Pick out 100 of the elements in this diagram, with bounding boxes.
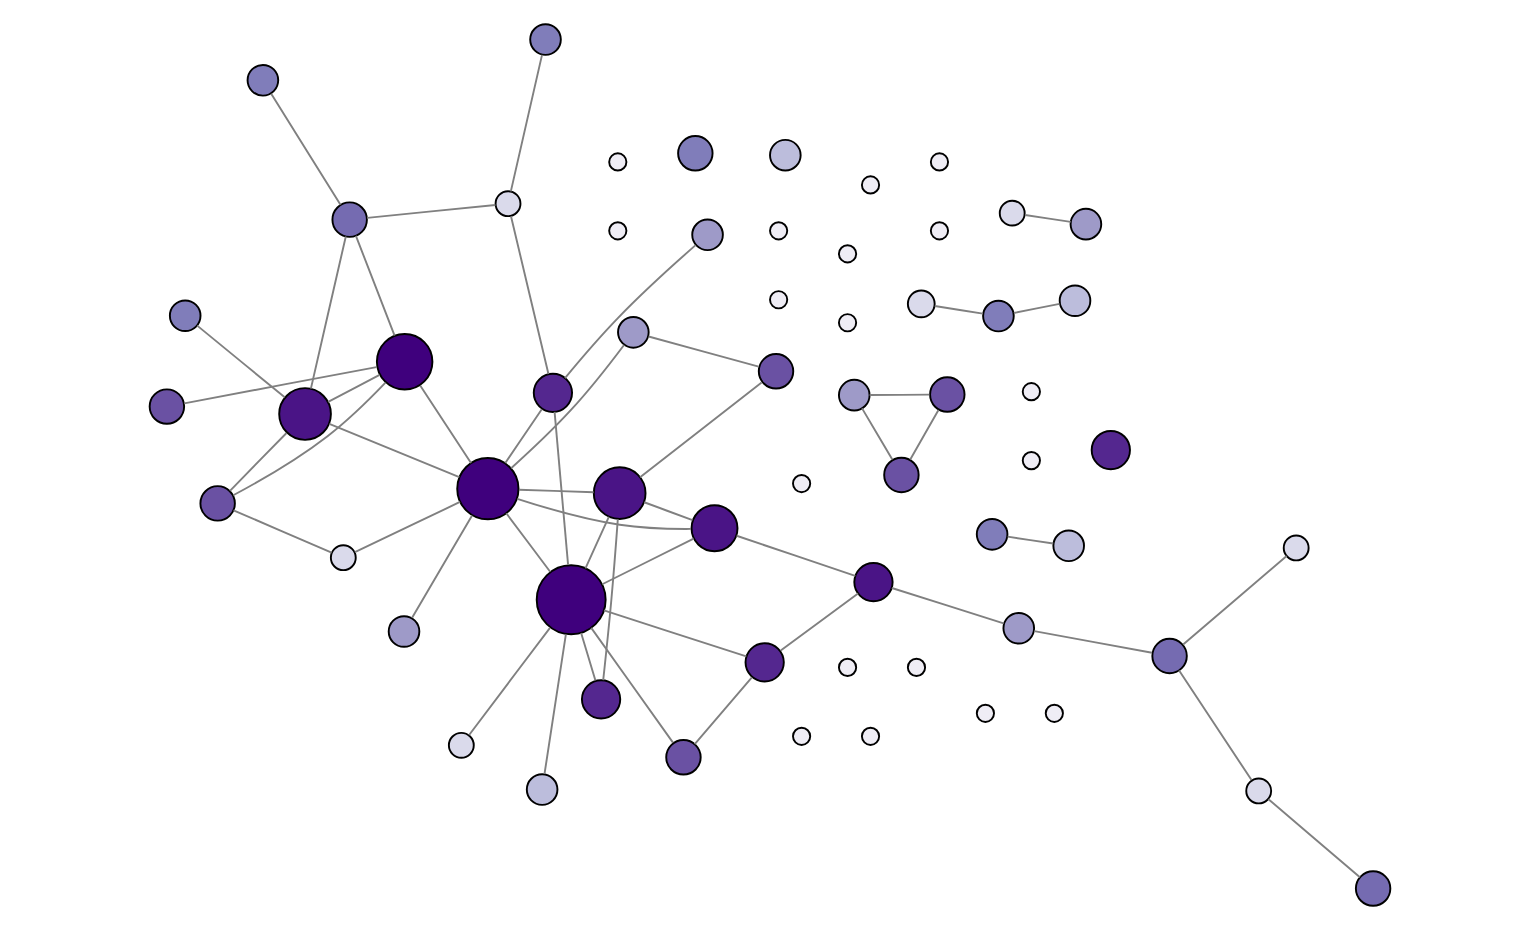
node-circle [580, 679, 622, 720]
node-circle [1021, 451, 1041, 471]
connector [553, 411, 570, 566]
node-circle [148, 388, 186, 425]
connector [603, 609, 748, 658]
connector [510, 215, 550, 375]
node-circle [838, 313, 858, 333]
node-circle [329, 544, 357, 572]
connector [1006, 535, 1055, 545]
node-circle [906, 657, 927, 677]
connector [1182, 555, 1288, 646]
node-circle [838, 244, 858, 264]
node-circle [532, 372, 573, 413]
node-circle [1044, 703, 1064, 723]
connector [647, 335, 760, 368]
connector [868, 393, 931, 396]
node-circle [1021, 382, 1041, 402]
connector [693, 676, 753, 746]
node-circle [494, 190, 522, 218]
node-circle [1354, 870, 1392, 907]
connector [580, 631, 597, 682]
connector [419, 384, 472, 464]
connector [229, 432, 288, 492]
node-circle [1069, 207, 1103, 241]
node-circle [757, 353, 795, 390]
node-circle [529, 23, 562, 56]
node-circle [1002, 612, 1036, 645]
connector [509, 53, 543, 193]
connector [590, 626, 674, 744]
connector [505, 512, 552, 573]
node-circle [1151, 637, 1188, 675]
connector [270, 92, 342, 206]
node-circle [456, 457, 520, 521]
node-circle [1245, 777, 1273, 805]
connector [584, 515, 610, 570]
node-circle [592, 466, 647, 520]
node-circle [906, 289, 936, 319]
connector [639, 381, 763, 479]
connector [354, 234, 396, 337]
node-circle [860, 175, 881, 195]
node-circle [199, 485, 236, 522]
connector [518, 488, 595, 494]
connector [735, 534, 857, 577]
connector [411, 514, 474, 619]
connector [779, 592, 859, 652]
node-circle [792, 474, 812, 494]
node-circle [769, 290, 789, 310]
node-circle [769, 221, 789, 241]
node-circle [691, 218, 724, 252]
node-circle [608, 152, 628, 172]
connector [909, 409, 940, 461]
node-circle [998, 199, 1026, 227]
connector [353, 501, 461, 554]
node-circle [1052, 529, 1085, 563]
node-circle [982, 299, 1015, 333]
node-circle [769, 138, 802, 172]
connector [643, 501, 694, 522]
connector [468, 626, 551, 736]
connector [183, 366, 378, 405]
node-circle [929, 152, 950, 172]
node-circle [375, 333, 434, 391]
node-circle [975, 518, 1009, 551]
node-circle [168, 299, 202, 333]
connector [1033, 630, 1153, 654]
connector [516, 497, 692, 530]
connector [327, 373, 381, 403]
node-circle [665, 739, 702, 776]
connector [601, 537, 695, 586]
node-circle [535, 564, 607, 636]
connector [196, 324, 286, 399]
connector [309, 235, 347, 390]
node-circle [1090, 429, 1131, 471]
node-circle [838, 378, 871, 412]
connector [602, 518, 619, 682]
node-circle [792, 726, 812, 746]
connector [510, 344, 625, 470]
node-circle [853, 562, 894, 603]
node-circle [975, 703, 995, 723]
node-circle [246, 64, 280, 97]
connector [890, 587, 1005, 625]
connector [1012, 302, 1061, 314]
node-circle [860, 726, 881, 746]
connector [1024, 214, 1072, 223]
node-circle [1058, 284, 1092, 318]
connector [328, 422, 461, 478]
node-circle [1282, 534, 1310, 562]
connector [232, 381, 387, 497]
connector [861, 407, 894, 461]
connector [564, 244, 697, 379]
node-circle [608, 221, 628, 241]
connector [933, 305, 984, 315]
node-circle [744, 642, 785, 683]
node-circle [278, 387, 332, 441]
connector [1178, 669, 1253, 782]
node-circle [447, 731, 475, 759]
node-circle [929, 221, 950, 241]
node-circle [331, 201, 368, 238]
node-circle [525, 773, 559, 806]
node-circle [929, 376, 966, 413]
connector [366, 204, 497, 219]
